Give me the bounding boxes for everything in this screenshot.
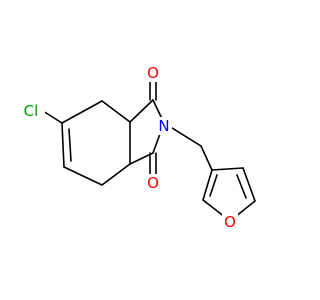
atom-oxygen-furan: O (222, 213, 238, 231)
atom-chlorine: Cl (20, 102, 45, 120)
canvas-background (0, 0, 300, 300)
oxygen-furan-label: O (224, 213, 236, 231)
bond-ch2-top-c3a (101, 100, 131, 123)
bond-furan-c4-c5 (242, 167, 256, 202)
bond-c3a-c1 (129, 99, 154, 123)
bond-c3-c7a (129, 152, 154, 165)
bond-c5-cl (42, 110, 63, 124)
bond-c7a-ch2-bottom (101, 163, 131, 186)
atom-nitrogen: N (156, 117, 172, 135)
chlorine-label-background (20, 102, 45, 120)
bond-furan-c4-c5-double (236, 174, 247, 199)
bond-ch2-furan-c3 (200, 145, 213, 171)
bond-c6-c5-double (68, 128, 72, 162)
oxygen-bottom-label-background (145, 174, 161, 192)
nitrogen-label-background (156, 117, 172, 135)
bond-ch2-bottom-c6 (63, 166, 103, 186)
bond-furan-c3-c4 (211, 167, 244, 171)
bond-c6-c5 (61, 122, 65, 168)
atom-labels: Cl O O N O (20, 64, 238, 231)
molecule-structure: Cl O O N O (0, 0, 300, 300)
oxygen-top-label-background (145, 64, 161, 82)
oxygen-top-label: O (147, 64, 159, 82)
nitrogen-label: N (158, 117, 169, 135)
oxygen-bottom-label: O (147, 174, 159, 192)
bond-c5-ch2-top (61, 100, 103, 124)
bond-furan-c2-c3-double (209, 174, 218, 197)
atom-oxygen-carbonyl-bottom: O (145, 174, 161, 192)
bond-furan-c2-c3 (202, 169, 213, 201)
oxygen-furan-label-background (222, 213, 238, 231)
chlorine-label: Cl (24, 102, 39, 120)
atom-oxygen-carbonyl-top: O (145, 64, 161, 82)
